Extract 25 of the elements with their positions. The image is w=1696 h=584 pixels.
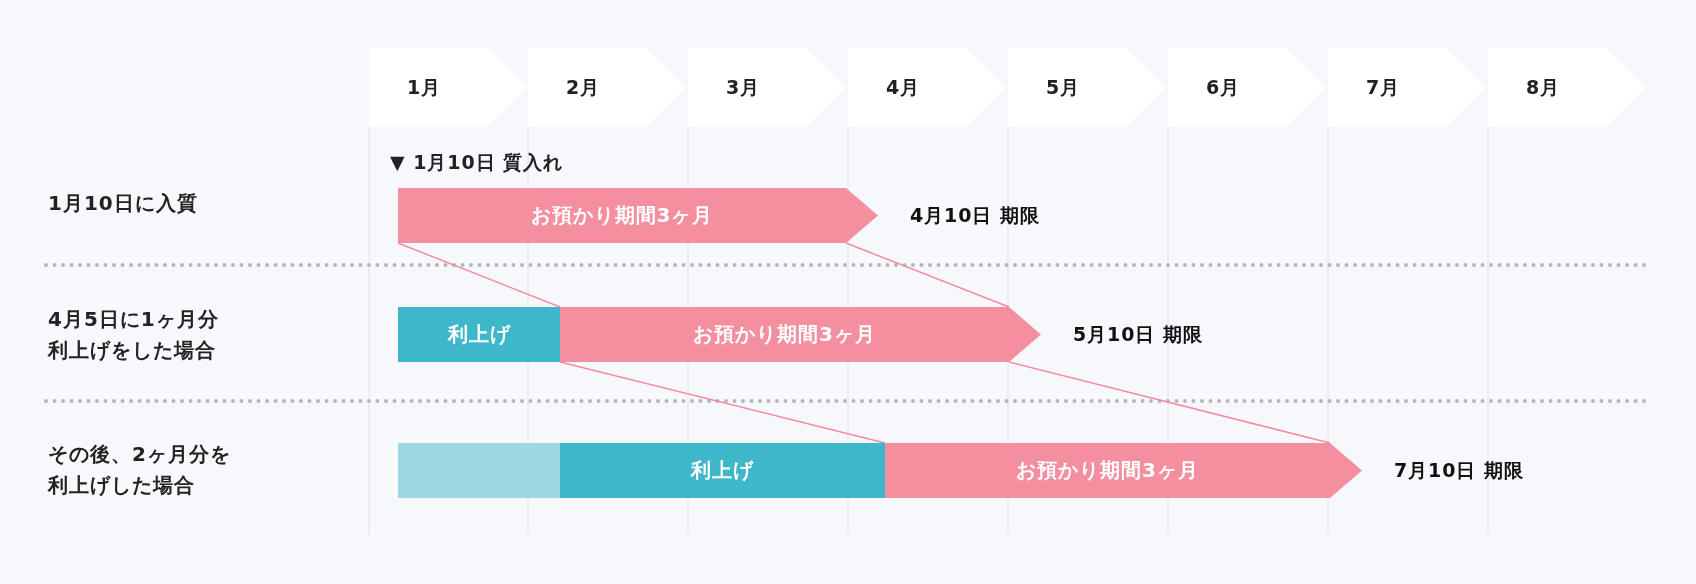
period-arrow-bar: お預かり期間3ヶ月 bbox=[560, 307, 1041, 362]
month-header: 7月 bbox=[1328, 48, 1486, 127]
period-arrow-bar: お預かり期間3ヶ月 bbox=[398, 188, 878, 243]
paid-period-bar bbox=[398, 443, 560, 498]
month-header: 1月 bbox=[369, 48, 527, 127]
interest-bar: 利上げ bbox=[398, 307, 560, 362]
month-header: 8月 bbox=[1488, 48, 1646, 127]
month-header: 2月 bbox=[528, 48, 686, 127]
connector-line bbox=[397, 242, 561, 308]
month-header: 6月 bbox=[1168, 48, 1326, 127]
month-header: 4月 bbox=[848, 48, 1006, 127]
row-heading: 4月5日に1ヶ月分利上げをした場合 bbox=[48, 302, 238, 368]
connector-line bbox=[845, 242, 1010, 308]
period-arrow-bar: お預かり期間3ヶ月 bbox=[885, 443, 1362, 498]
interest-bar: 利上げ bbox=[560, 443, 885, 498]
month-header: 5月 bbox=[1008, 48, 1166, 127]
month-header: 3月 bbox=[688, 48, 846, 127]
deadline-text: 5月10日 期限 bbox=[1073, 321, 1203, 347]
row-heading: 1月10日に入質 bbox=[48, 183, 278, 223]
row-heading: その後、2ヶ月分を利上げした場合 bbox=[48, 437, 238, 503]
connector-line bbox=[559, 361, 886, 444]
deadline-text: 4月10日 期限 bbox=[910, 202, 1040, 228]
connector-line bbox=[1008, 361, 1331, 444]
deadline-text: 7月10日 期限 bbox=[1394, 457, 1524, 483]
pawn-date-marker: ▼ 1月10日 質入れ bbox=[390, 150, 563, 175]
